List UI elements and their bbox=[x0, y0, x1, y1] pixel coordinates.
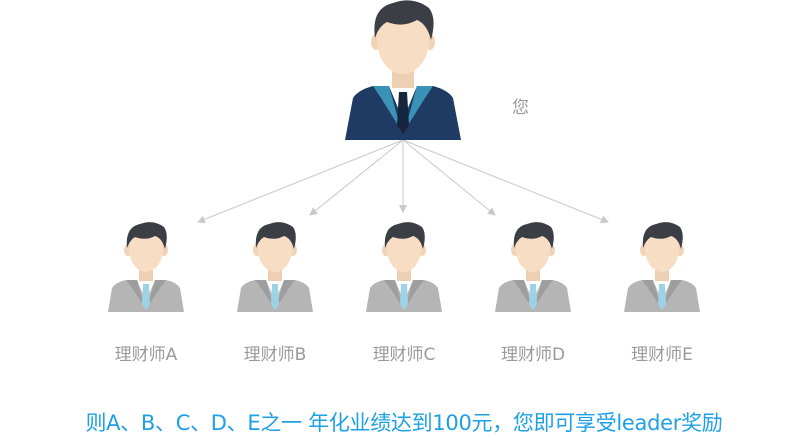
advisor-label-e: 理财师E bbox=[631, 345, 693, 365]
advisor-label-b: 理财师B bbox=[243, 345, 307, 365]
arrow-to-advisor-d bbox=[402, 139, 496, 216]
arrow-to-advisor-e bbox=[402, 139, 609, 224]
advisor-icon-d bbox=[495, 222, 571, 312]
advisor-icon-b bbox=[237, 222, 313, 312]
reward-caption: 则A、B、C、D、E之一 年化业绩达到100元，您即可享受leader奖励 bbox=[85, 411, 723, 435]
advisor-label-c: 理财师C bbox=[372, 345, 436, 365]
arrow-to-advisor-a bbox=[197, 139, 404, 224]
top-person-icon bbox=[345, 0, 461, 140]
advisor-label-d: 理财师D bbox=[500, 345, 566, 365]
advisor-label-a: 理财师A bbox=[114, 345, 178, 365]
arrows bbox=[197, 139, 609, 224]
top-person-label: 您 bbox=[512, 98, 529, 118]
advisor-icon-c bbox=[366, 222, 442, 312]
arrow-to-advisor-b bbox=[309, 139, 404, 216]
advisor-icon-a bbox=[108, 222, 184, 312]
advisor-icon-e bbox=[624, 222, 700, 312]
